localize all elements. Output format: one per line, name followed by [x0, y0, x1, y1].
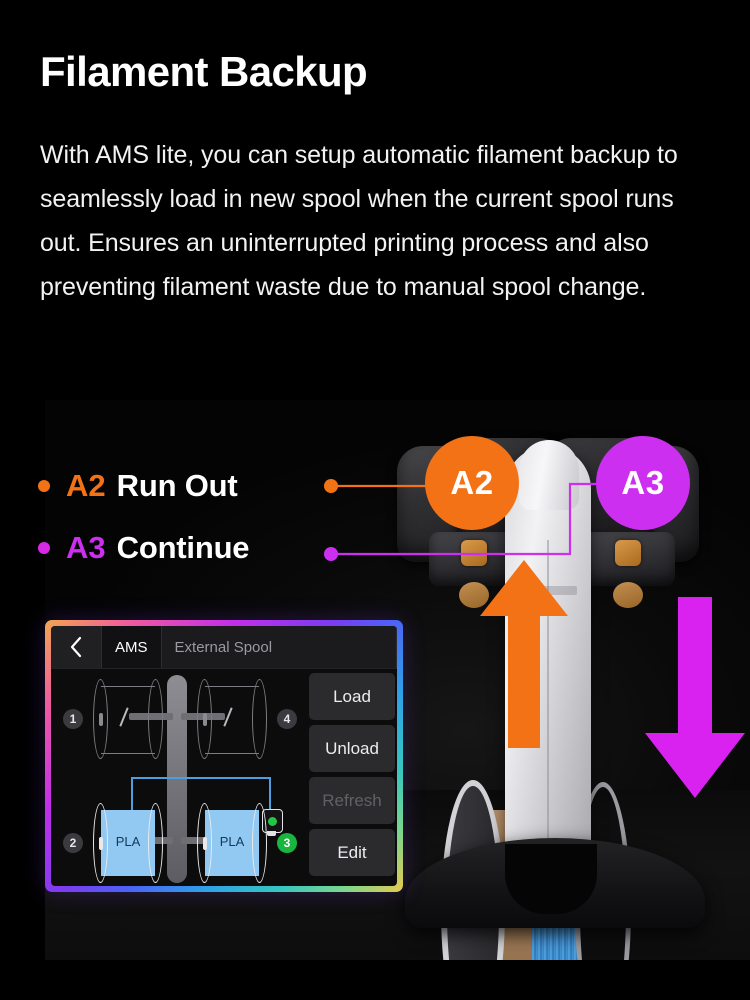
load-arrow-icon — [645, 597, 745, 798]
spool-3-flange-right — [252, 803, 267, 883]
spool-slot-3[interactable]: PLA — [197, 803, 267, 883]
ams-slot-diagram: 1 4 2 — [51, 669, 309, 886]
load-button[interactable]: Load — [309, 673, 395, 720]
spool-4-hub — [203, 713, 207, 726]
legend-code-a3: A3 — [66, 530, 106, 565]
unload-arrow-icon — [480, 560, 568, 748]
sensor-connector — [267, 831, 276, 836]
ams-screen-panel: AMS External Spool 1 — [45, 620, 403, 892]
spool-1-hub — [99, 713, 103, 726]
spool-3-material: PLA — [219, 834, 245, 849]
center-tower-seam — [547, 540, 549, 840]
legend-list: A2 Run Out A3 Continue — [38, 455, 338, 579]
ams-tab-bar: AMS External Spool — [51, 626, 397, 669]
slot-number-4[interactable]: 4 — [277, 709, 297, 729]
spool-3-hub — [203, 837, 207, 850]
feeder-nub-right — [613, 582, 643, 608]
refresh-button[interactable]: Refresh — [309, 777, 395, 824]
spool-slot-1[interactable] — [93, 679, 163, 759]
spool-3-flange-left — [197, 803, 212, 883]
ams-center-post — [167, 675, 187, 883]
legend-code-a2: A2 — [66, 468, 106, 503]
edit-button[interactable]: Edit — [309, 829, 395, 876]
center-tower-label — [521, 586, 577, 595]
feeder-gear-right — [615, 540, 641, 566]
center-tower-cap — [519, 440, 579, 510]
spool-1-flange-left — [93, 679, 108, 759]
filament-feed-path — [131, 777, 271, 811]
slot-number-1[interactable]: 1 — [63, 709, 83, 729]
page-title: Filament Backup — [40, 48, 368, 95]
spool-4-flange-left — [197, 679, 212, 759]
spool-2-hub — [99, 837, 103, 850]
feeder-nub-left — [459, 582, 489, 608]
legend-label-a3: Continue — [116, 530, 250, 565]
ams-body: 1 4 2 — [51, 669, 397, 886]
tab-ams[interactable]: AMS — [102, 626, 162, 668]
legend-label-a2: Run Out — [116, 468, 238, 503]
legend-item-a3: A3 Continue — [38, 517, 338, 579]
spool-2-flange-left — [93, 803, 108, 883]
back-button[interactable] — [51, 626, 102, 668]
page-description: With AMS lite, you can setup automatic f… — [40, 141, 678, 301]
spool-3-filament — [205, 810, 259, 876]
spool-1-barrel — [101, 686, 155, 754]
unload-button[interactable]: Unload — [309, 725, 395, 772]
legend-bullet-icon-a3 — [38, 542, 50, 554]
callout-badge-a2: A2 — [425, 436, 519, 530]
device-base-notch — [505, 844, 597, 914]
spool-slot-4[interactable] — [197, 679, 267, 759]
legend-bullet-icon-a2 — [38, 480, 50, 492]
spool-slot-2[interactable]: PLA — [93, 803, 163, 883]
tab-external-spool[interactable]: External Spool — [161, 626, 397, 668]
callout-badge-a3: A3 — [596, 436, 690, 530]
spool-4-barrel — [205, 686, 259, 754]
slot-number-2[interactable]: 2 — [63, 833, 83, 853]
sensor-status-led — [268, 816, 277, 826]
legend-item-a2: A2 Run Out — [38, 455, 338, 517]
ams-screen: AMS External Spool 1 — [51, 626, 397, 886]
chevron-left-icon — [70, 636, 81, 658]
spool-4-flange-right — [252, 679, 267, 759]
slot-number-3[interactable]: 3 — [277, 833, 297, 853]
ams-action-buttons: Load Unload Refresh Edit — [309, 673, 395, 876]
spool-1-flange-right — [148, 679, 163, 759]
spool-2-material: PLA — [115, 834, 141, 849]
spool-2-flange-right — [148, 803, 163, 883]
spool-2-filament — [101, 810, 155, 876]
